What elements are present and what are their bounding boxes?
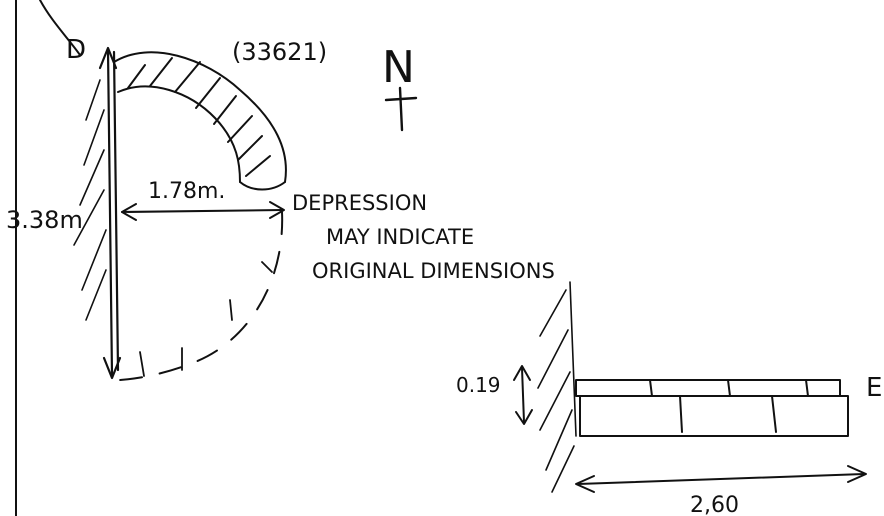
section-length-arrow (575, 465, 867, 493)
label-section-length: 2,60 (690, 493, 739, 516)
section-height-arrow (513, 365, 533, 425)
vertical-measure (98, 46, 122, 380)
wall-hatching-section (537, 281, 577, 493)
leader-line (39, 0, 81, 56)
label-length-vertical: 3.38m (6, 206, 83, 234)
original-extent-arc (119, 211, 284, 381)
horizontal-measure (121, 201, 285, 221)
label-point-e: E (866, 373, 882, 403)
arc-ticks (139, 261, 273, 377)
label-section-height: 0.19 (456, 373, 501, 397)
label-note-line3: ORIGINAL DIMENSIONS (312, 259, 555, 283)
section-layers (575, 379, 849, 437)
label-point-d: D (66, 35, 86, 65)
depression-feature (113, 51, 287, 191)
label-length-horizontal: 1.78m. (148, 179, 225, 204)
label-context-id: (33621) (232, 38, 327, 66)
label-note-line1: DEPRESSION (292, 191, 427, 215)
label-north: N (382, 42, 415, 93)
wall-hatching-plan (73, 79, 107, 321)
north-arrow (384, 86, 418, 132)
label-note-line2: MAY INDICATE (326, 225, 474, 249)
